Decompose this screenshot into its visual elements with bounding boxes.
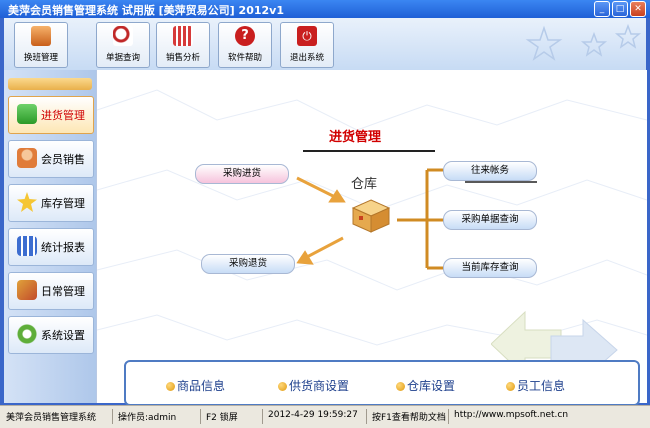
sidebar-item-label: 日常管理 xyxy=(41,285,85,298)
status-url[interactable]: http://www.mpsoft.net.cn xyxy=(454,410,569,420)
status-lock-hint: F2 锁屏 xyxy=(206,413,238,423)
warehouse-label: 仓库 xyxy=(351,177,378,192)
title-underline xyxy=(303,150,435,152)
sidebar-item-daily[interactable]: 日常管理 xyxy=(8,272,94,310)
supplier-settings-link[interactable]: 供货商设置 xyxy=(278,377,349,394)
accounts-label: 往来帐务 xyxy=(470,165,509,176)
gear-icon xyxy=(17,324,37,344)
magnifier-icon xyxy=(113,26,133,46)
cashier-user-icon xyxy=(31,26,51,46)
purchase-in-label: 采购进货 xyxy=(222,168,261,179)
exit-label: 退出系统 xyxy=(289,53,324,63)
window-title: 美萍会员销售管理系统 试用版 [美萍贸易公司] 2012v1 xyxy=(8,4,284,17)
status-separator xyxy=(262,409,263,424)
sidebar-item-purchase[interactable]: 进货管理 xyxy=(8,96,94,134)
sidebar-item-label: 会员销售 xyxy=(41,153,85,166)
purchase-in-button[interactable]: 采购进货 xyxy=(195,164,289,184)
sidebar-item-member-sales[interactable]: 会员销售 xyxy=(8,140,94,178)
help-icon: ? xyxy=(235,26,255,46)
sales-analysis-label: 销售分析 xyxy=(165,53,200,63)
flow-arrows xyxy=(296,168,537,270)
sidebar-item-inventory[interactable]: 库存管理 xyxy=(8,184,94,222)
bullet-icon xyxy=(396,382,405,391)
sales-analysis-button[interactable]: 销售分析 xyxy=(156,22,210,68)
app-frame: 换班管理 单据查询 销售分析 ? 软件帮助 ⏻ 退出系统 xyxy=(4,18,647,406)
shift-manage-button[interactable]: 换班管理 xyxy=(14,22,68,68)
sidebar-item-label: 库存管理 xyxy=(41,197,85,210)
main-background-pattern xyxy=(97,89,647,346)
stars-decoration xyxy=(525,24,642,61)
main-panel: 进货管理 采购进货 采购退货 仓库 xyxy=(96,70,647,403)
exit-button[interactable]: ⏻ 退出系统 xyxy=(280,22,334,68)
warehouse-settings-link[interactable]: 仓库设置 xyxy=(396,377,455,394)
close-button[interactable]: ✕ xyxy=(630,1,646,17)
sidebar-item-label: 进货管理 xyxy=(41,109,85,122)
accounts-button[interactable]: 往来帐务 xyxy=(443,161,537,181)
window-controls: _ □ ✕ xyxy=(594,1,646,17)
status-separator xyxy=(448,409,449,424)
bullet-icon xyxy=(166,382,175,391)
status-separator xyxy=(112,409,113,424)
current-stock-query-button[interactable]: 当前库存查询 xyxy=(443,258,537,278)
purchase-docs-query-label: 采购单据查询 xyxy=(461,214,519,225)
shift-manage-label: 换班管理 xyxy=(23,53,58,63)
page-title: 进货管理 xyxy=(329,130,382,145)
sidebar-item-label: 统计报表 xyxy=(41,241,85,254)
bullet-icon xyxy=(278,382,287,391)
person-icon xyxy=(17,148,37,168)
supplier-settings-label: 供货商设置 xyxy=(289,379,350,393)
warehouse-settings-label: 仓库设置 xyxy=(407,379,456,393)
sidebar-top-band xyxy=(8,78,92,90)
status-separator xyxy=(366,409,367,424)
exit-icon: ⏻ xyxy=(297,26,317,46)
employee-info-label: 员工信息 xyxy=(517,379,566,393)
star-icon xyxy=(17,192,37,212)
brush-icon xyxy=(17,280,37,300)
status-help-hint: 按F1查看帮助文档 xyxy=(372,413,446,423)
warehouse-box-icon xyxy=(351,199,391,233)
status-app-name: 美萍会员销售管理系统 xyxy=(6,413,97,423)
status-bar: 美萍会员销售管理系统 操作员:admin F2 锁屏 2012-4-29 19:… xyxy=(0,405,650,428)
sidebar-item-settings[interactable]: 系统设置 xyxy=(8,316,94,354)
sidebar: 进货管理 会员销售 库存管理 统计报表 日常管理 系统设置 xyxy=(4,70,96,403)
product-info-link[interactable]: 商品信息 xyxy=(166,377,225,394)
document-query-label: 单据查询 xyxy=(105,53,140,63)
help-button[interactable]: ? 软件帮助 xyxy=(218,22,272,68)
minimize-button[interactable]: _ xyxy=(594,1,610,17)
purchase-return-label: 采购退货 xyxy=(228,258,267,269)
sidebar-item-label: 系统设置 xyxy=(41,329,85,342)
status-separator xyxy=(200,409,201,424)
purchase-docs-query-button[interactable]: 采购单据查询 xyxy=(443,210,537,230)
employee-info-link[interactable]: 员工信息 xyxy=(506,377,565,394)
sidebar-item-reports[interactable]: 统计报表 xyxy=(8,228,94,266)
current-stock-query-label: 当前库存查询 xyxy=(461,262,519,273)
help-label: 软件帮助 xyxy=(227,53,262,63)
bar-chart-icon xyxy=(173,26,193,46)
bar-chart-icon xyxy=(17,236,37,256)
maximize-button[interactable]: □ xyxy=(612,1,628,17)
bullet-icon xyxy=(506,382,515,391)
bottom-links-panel: 商品信息 供货商设置 仓库设置 员工信息 xyxy=(124,360,640,406)
plus-icon xyxy=(17,104,37,124)
status-datetime: 2012-4-29 19:59:27 xyxy=(268,410,358,420)
purchase-return-button[interactable]: 采购退货 xyxy=(201,254,295,274)
status-operator: 操作员:admin xyxy=(118,413,177,423)
product-info-label: 商品信息 xyxy=(177,379,226,393)
toolbar: 换班管理 单据查询 销售分析 ? 软件帮助 ⏻ 退出系统 xyxy=(4,18,646,70)
document-query-button[interactable]: 单据查询 xyxy=(96,22,150,68)
title-bar: 美萍会员销售管理系统 试用版 [美萍贸易公司] 2012v1 _ □ ✕ xyxy=(0,0,650,18)
